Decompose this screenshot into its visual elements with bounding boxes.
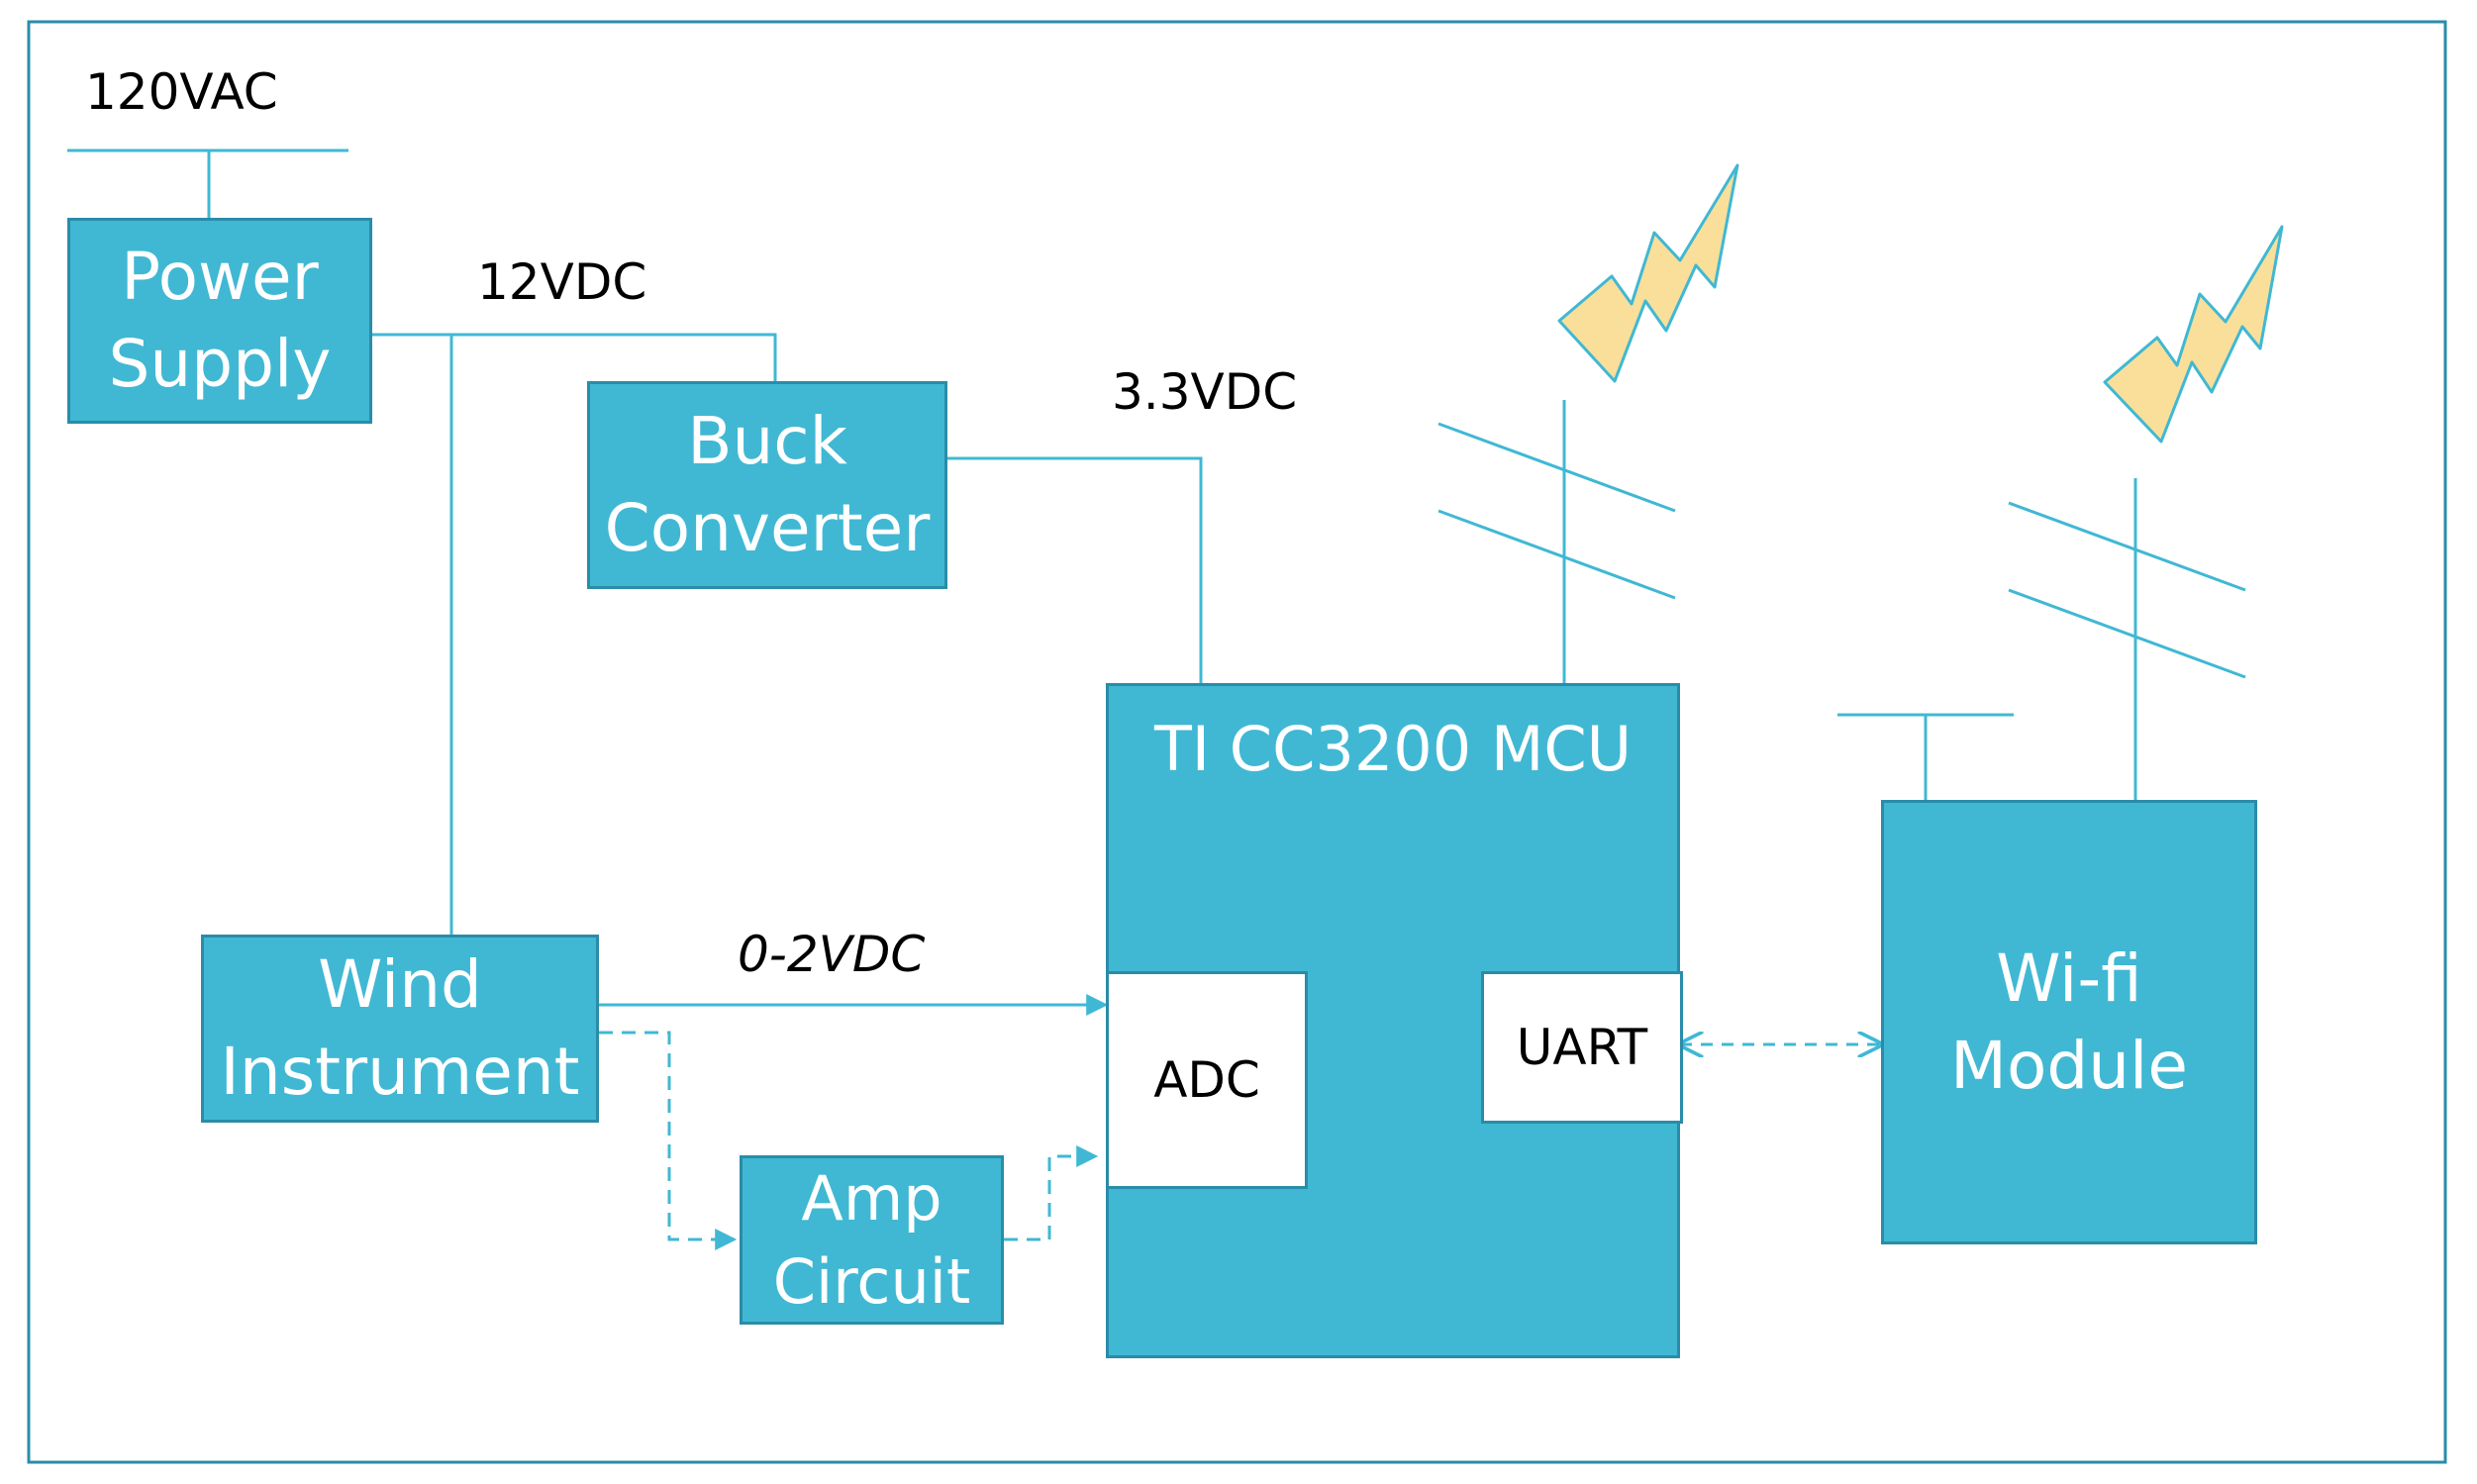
wind-instrument-block: Wind Instrument <box>201 935 599 1123</box>
dc33-label: 3.3VDC <box>1112 363 1298 421</box>
block-label-line: Wi-fi <box>1996 940 2142 1017</box>
mcu-block: TI CC3200 MCU ADC UART <box>1106 683 1683 1358</box>
adc-block: ADC <box>1106 971 1308 1189</box>
block-label-line: Converter <box>604 490 931 566</box>
block-label-line: Wind <box>318 946 482 1023</box>
dc33-line <box>947 456 1203 683</box>
power-supply-block: Power Supply <box>67 218 372 424</box>
ac-input-label: 120VAC <box>85 63 278 121</box>
uart-block: UART <box>1481 971 1683 1124</box>
diagram-frame <box>27 20 2447 1464</box>
block-label-line: Module <box>1950 1027 2188 1104</box>
buck-converter-block: Buck Converter <box>587 381 947 589</box>
signal-label: 0-2VDC <box>738 926 926 983</box>
block-label-line: Supply <box>108 326 332 402</box>
antenna-icon <box>1437 400 1676 683</box>
block-label-line: Buck <box>687 403 847 479</box>
lightning-bolt-icon <box>1557 163 1739 383</box>
block-label-line: Instrument <box>220 1034 580 1110</box>
block-label-line: Power <box>121 239 319 315</box>
dc12-rail <box>372 333 777 935</box>
wifi-power-stub <box>1837 713 2014 800</box>
block-label-line: Amp <box>801 1161 942 1235</box>
dc12-label: 12VDC <box>477 253 647 311</box>
block-label-line: Circuit <box>772 1244 971 1318</box>
wifi-module-block: Wi-fi Module <box>1881 800 2257 1244</box>
amp-path-dashed <box>599 1031 1099 1250</box>
ac-input-line <box>67 148 348 218</box>
mcu-title: TI CC3200 MCU <box>1153 713 1633 785</box>
antenna-icon <box>2008 478 2246 800</box>
amp-circuit-block: Amp Circuit <box>740 1155 1004 1325</box>
lightning-bolt-icon <box>2103 225 2284 444</box>
